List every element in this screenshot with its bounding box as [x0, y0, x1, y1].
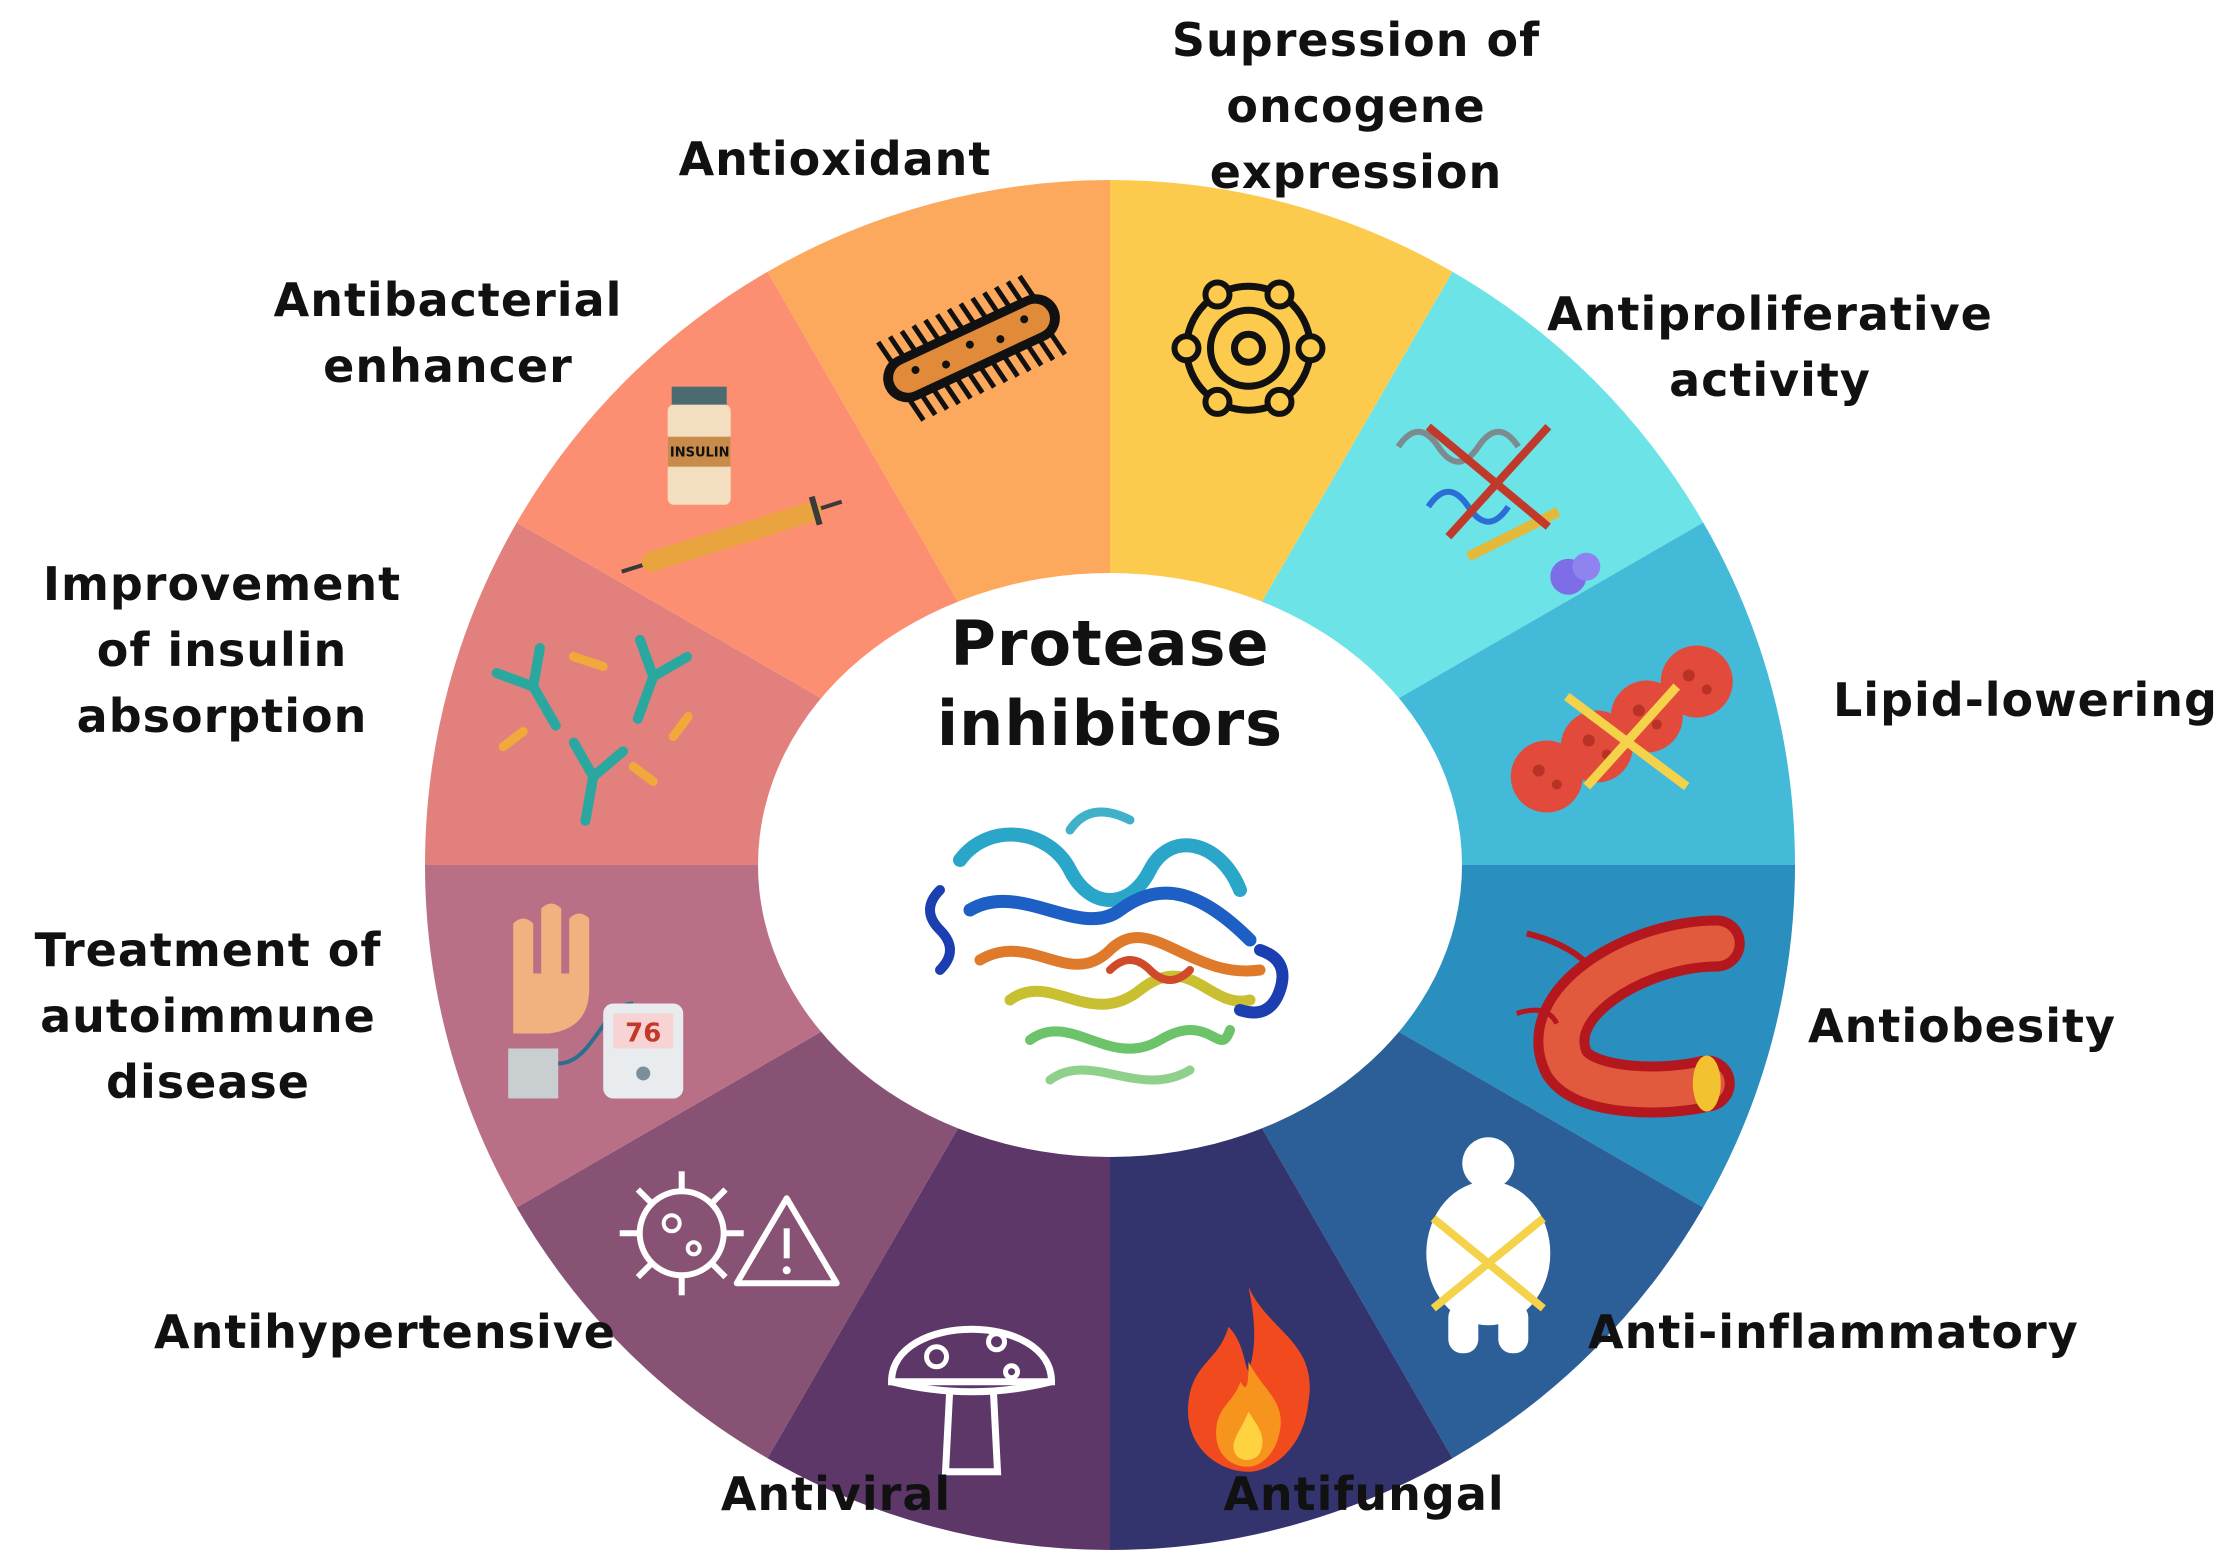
virus-warning-icon [619, 1171, 840, 1296]
fire-icon [1187, 1286, 1310, 1472]
label-antiobesity: Antiobesity [1808, 999, 2116, 1053]
obesity-crossed-icon [1426, 1137, 1551, 1354]
protein-structure-icon [925, 807, 1289, 1085]
segment-icons: 76 INSULIN [491, 274, 1745, 1476]
label-lipid: Lipid-lowering [1833, 673, 2218, 727]
blood-pressure-monitor-icon: 76 [508, 903, 684, 1099]
center-title-line1: Protease [950, 607, 1269, 680]
label-antihypertensive: Antihypertensive [154, 1305, 616, 1359]
label-antiinflammatory: Anti-inflammatory [1588, 1305, 2079, 1359]
atom-icon [1171, 279, 1326, 417]
dna-crossed-icon [1395, 423, 1601, 595]
vial-label: INSULIN [670, 446, 730, 461]
label-antiviral: Antiviral [721, 1467, 951, 1521]
mushroom-icon [888, 1325, 1056, 1476]
label-antifungal: Antifungal [1223, 1467, 1504, 1521]
insulin-vial-syringe-icon: INSULIN [621, 386, 843, 574]
center-title-line2: inhibitors [937, 687, 1283, 760]
artery-icon [1515, 915, 1745, 1118]
cells-crossed-icon [1510, 645, 1733, 813]
bacterium-icon [876, 274, 1067, 422]
antibodies-icon [491, 634, 693, 826]
center-panel: Protease inhibitors [758, 573, 1462, 1157]
monitor-reading: 76 [625, 1018, 661, 1048]
label-antioxidant: Antioxidant [679, 132, 992, 186]
